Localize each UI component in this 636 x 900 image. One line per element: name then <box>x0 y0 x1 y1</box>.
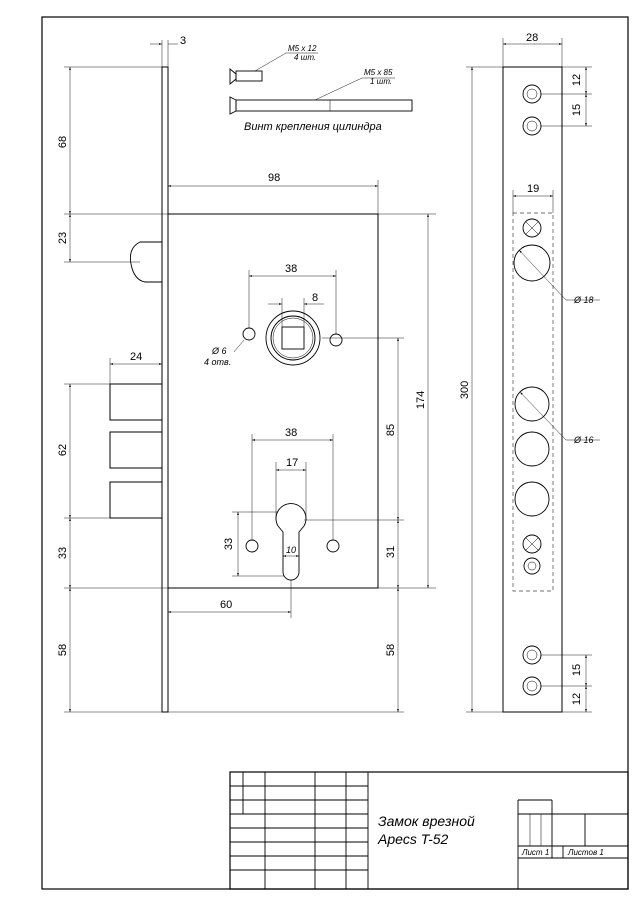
dim-cylinder-slot: 10 <box>286 545 296 555</box>
dead-bolt-2 <box>109 431 163 469</box>
dim-faceplate-width: 28 <box>526 32 538 44</box>
screw1-spec: M5 x 12 <box>288 44 317 53</box>
dim-faceplate-thickness: 3 <box>180 35 186 47</box>
dead-bolt-1 <box>109 383 163 421</box>
dim-cylinder-hole-spacing: 38 <box>285 427 297 439</box>
faceplate-front-view: Ø 18 Ø 16 <box>502 66 600 713</box>
bolt-hole-1 <box>514 386 550 422</box>
dead-bolt-3 <box>109 481 163 519</box>
dim-bottom-holes-gap: 15 <box>571 664 583 676</box>
dim-body-depth: 98 <box>268 172 280 184</box>
dead-bolts <box>109 383 163 519</box>
dim-latch-dia: Ø 18 <box>573 295 594 305</box>
right-dimensions: 28 300 12 15 19 15 12 <box>459 32 592 713</box>
latch-window <box>512 212 554 592</box>
dim-latch-height: 23 <box>57 232 69 244</box>
screw-m5x12 <box>229 68 263 85</box>
dim-bottom-left: 58 <box>57 644 69 656</box>
faceplate-front <box>502 66 563 713</box>
screw-top <box>522 218 542 238</box>
dim-fixing-hole-dia: Ø 6 <box>211 346 227 356</box>
dim-fixing-hole-count: 4 отв. <box>204 357 231 367</box>
dim-top-holes-pitch: 12 <box>571 74 583 86</box>
sheet-total: Листов 1 <box>567 848 604 857</box>
latch-bolt <box>129 241 162 283</box>
title-block: Замок врезной Apecs T-52 Лист 1 Листов 1 <box>229 771 629 890</box>
screw2-qty: 1 шт. <box>370 77 392 86</box>
left-dimensions: 68 23 62 33 58 3 24 <box>57 35 186 713</box>
spindle-hub <box>242 310 343 366</box>
dim-bolt-dia: Ø 16 <box>573 435 594 445</box>
dim-bolt-span: 62 <box>57 444 69 456</box>
dim-body-height: 174 <box>415 391 427 409</box>
dim-backset: 60 <box>220 599 232 611</box>
screw2-spec: M5 x 85 <box>364 68 393 77</box>
dim-latch-window: 19 <box>527 183 539 195</box>
dim-top-holes-gap: 15 <box>571 104 583 116</box>
dim-total-length: 300 <box>459 381 471 399</box>
sheet-number: Лист 1 <box>521 848 549 857</box>
screw1-qty: 4 шт. <box>294 53 316 62</box>
dim-top-to-handle: 68 <box>57 136 69 148</box>
screw-bottom <box>522 534 542 554</box>
title-line-1: Замок врезной <box>378 813 475 829</box>
dim-bottom-right: 58 <box>385 644 397 656</box>
bolt-hole-3 <box>514 481 550 517</box>
dim-bottom-holes-pitch: 12 <box>571 693 583 705</box>
body-dimensions: 98 38 8 Ø 6 4 отв. 174 85 31 58 <box>168 172 436 713</box>
screw-caption: Винт крепления цилиндра <box>244 121 382 133</box>
dim-bolt-to-cylinder: 33 <box>57 547 69 559</box>
spindle-square <box>281 326 305 350</box>
faceplate-strip <box>161 66 169 713</box>
title-line-2: Apecs T-52 <box>377 831 449 847</box>
dim-cylinder-to-bottom: 31 <box>385 546 397 558</box>
dim-spindle-square: 8 <box>312 292 318 304</box>
faceplate-side-view <box>161 66 169 713</box>
lock-body <box>167 213 379 589</box>
cylinder-profile <box>275 503 307 581</box>
dim-handle-to-cylinder: 85 <box>385 424 397 436</box>
dim-cylinder-height: 33 <box>223 538 235 550</box>
dim-spindle-hole-spacing: 38 <box>285 263 297 275</box>
bolt-hole-2 <box>514 431 550 467</box>
dim-bolt-projection: 24 <box>130 351 142 363</box>
dim-cylinder-width: 17 <box>286 457 298 469</box>
screw-m5x85 <box>229 96 413 115</box>
latch-hole <box>513 244 551 282</box>
